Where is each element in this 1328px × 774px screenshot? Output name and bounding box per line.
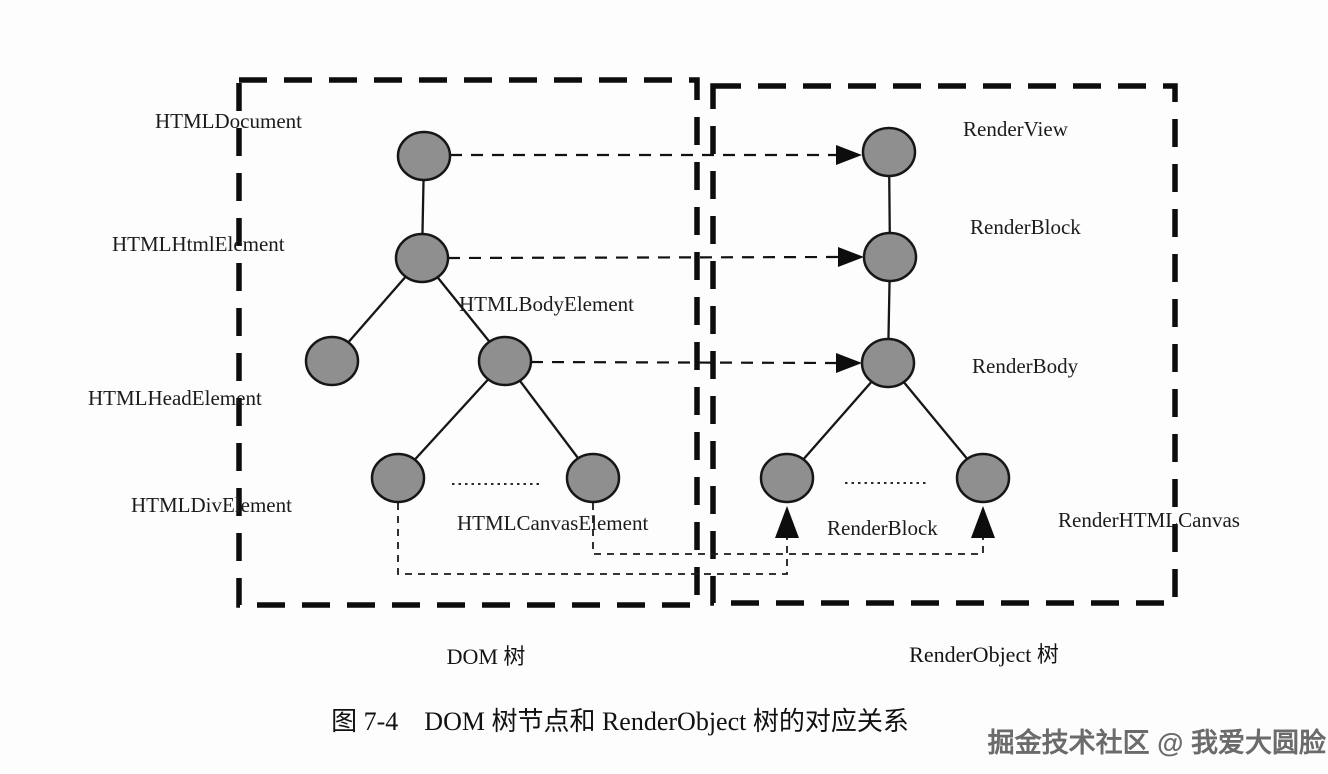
mapping-arrow-html-to-renderblock [447, 255, 839, 260]
render-tree-panel: RenderView RenderBlock RenderBody Render… [759, 117, 1240, 667]
arrowhead-right-icon [836, 353, 862, 373]
node-htmlbodyelement [477, 335, 533, 387]
label-renderblock-child: RenderBlock [827, 516, 938, 540]
mapping-elbow-canvas-to-renderhtmlcanvas [592, 503, 984, 555]
label-htmlbodyelement: HTMLBodyElement [459, 292, 634, 316]
render-tree-title: RenderObject 树 [909, 642, 1059, 667]
node-htmlhtmlelement [394, 232, 450, 284]
label-renderblock: RenderBlock [970, 215, 1081, 239]
arrowhead-up-icon [775, 506, 799, 538]
node-htmlcanvaselement [565, 452, 621, 504]
dom-tree-title: DOM 树 [447, 644, 526, 669]
label-htmlheadelement: HTMLHeadElement [88, 386, 262, 410]
dom-tree-box [236, 77, 700, 608]
edge-body-div [397, 360, 506, 479]
node-renderview [861, 126, 917, 178]
dom-tree-panel: HTMLDocument HTMLHtmlElement HTMLBodyEle… [88, 109, 648, 669]
node-htmlheadelement [304, 335, 360, 387]
label-htmlcanvaselement: HTMLCanvasElement [457, 511, 648, 535]
label-htmldocument: HTMLDocument [155, 109, 302, 133]
dom-tree-edges [331, 155, 594, 479]
render-tree-box [710, 83, 1178, 606]
mapping-elbow-div-to-renderblock [397, 503, 788, 575]
label-renderhtmlcanvas: RenderHTMLCanvas [1058, 508, 1240, 532]
watermark-text: 掘金技术社区 @ 我爱大圆脸 [988, 727, 1327, 758]
node-renderhtmlcanvas [955, 452, 1011, 504]
node-htmldocument [396, 130, 452, 182]
render-tree-edges [786, 151, 984, 479]
arrowhead-right-icon [838, 247, 864, 267]
label-htmlhtmlelement: HTMLHtmlElement [112, 232, 285, 256]
label-renderview: RenderView [963, 117, 1069, 141]
mapping-arrow-body-to-renderbody [530, 360, 837, 365]
node-renderblock-child [759, 452, 815, 504]
label-renderbody: RenderBody [972, 354, 1079, 378]
node-htmldivelement [370, 452, 426, 504]
arrowhead-right-icon [836, 145, 862, 165]
label-htmldivelement: HTMLDivElement [131, 493, 292, 517]
node-renderblock [862, 231, 918, 283]
figure-caption: 图 7-4 DOM 树节点和 RenderObject 树的对应关系 [331, 707, 909, 736]
node-renderbody [860, 337, 916, 389]
arrowhead-up-icon [971, 506, 995, 538]
mapping-arrows [397, 145, 995, 575]
